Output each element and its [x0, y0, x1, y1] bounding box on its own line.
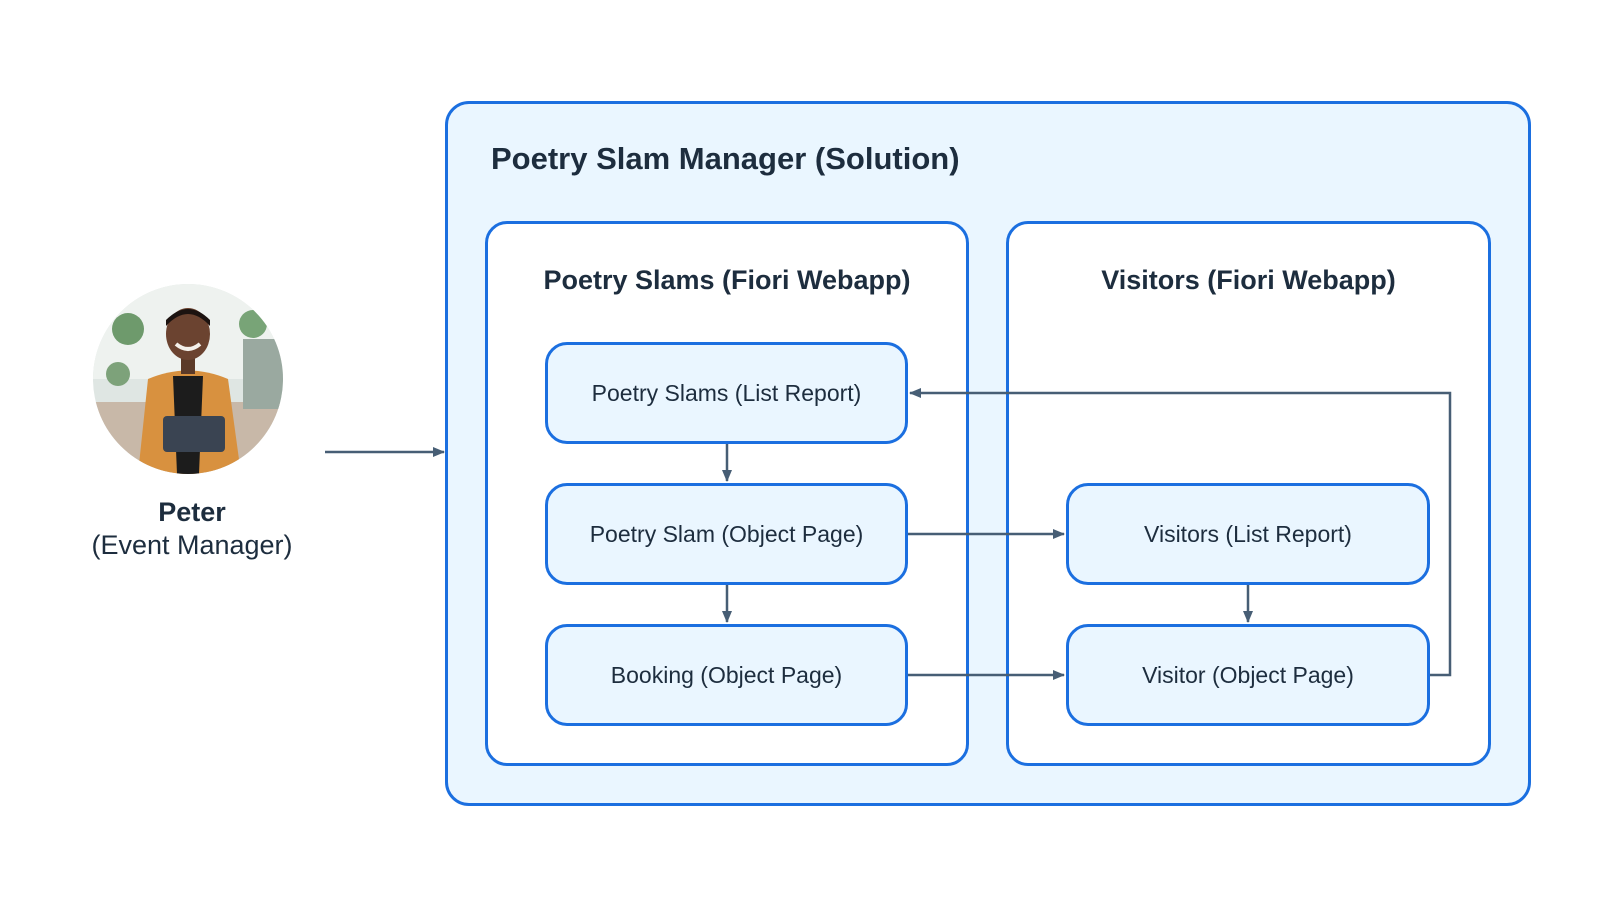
node-label: Booking (Object Page): [610, 661, 843, 688]
node-label: Visitor (Object Page): [1142, 661, 1354, 688]
visitors-app-title: Visitors (Fiori Webapp): [1101, 265, 1396, 295]
booking-object-page-node[interactable]: Booking (Object Page): [545, 624, 908, 726]
visitor-object-to-slams-list-arrow: [909, 388, 1452, 677]
poetry-slams-list-report-node[interactable]: Poetry Slams (List Report): [545, 342, 908, 444]
node-label: Poetry Slams (List Report): [591, 379, 862, 406]
persona-name: Peter: [158, 497, 226, 527]
poetry-slams-app-title: Poetry Slams (Fiori Webapp): [543, 265, 911, 295]
poetry-slam-object-page-node[interactable]: Poetry Slam (Object Page): [545, 483, 908, 585]
node-label: Poetry Slam (Object Page): [589, 520, 864, 547]
persona-role: (Event Manager): [91, 530, 293, 560]
solution-title: Poetry Slam Manager (Solution): [491, 141, 960, 176]
visitors-list-report-node[interactable]: Visitors (List Report): [1066, 483, 1430, 585]
visitor-object-page-node[interactable]: Visitor (Object Page): [1066, 624, 1430, 726]
node-label: Visitors (List Report): [1144, 520, 1352, 547]
